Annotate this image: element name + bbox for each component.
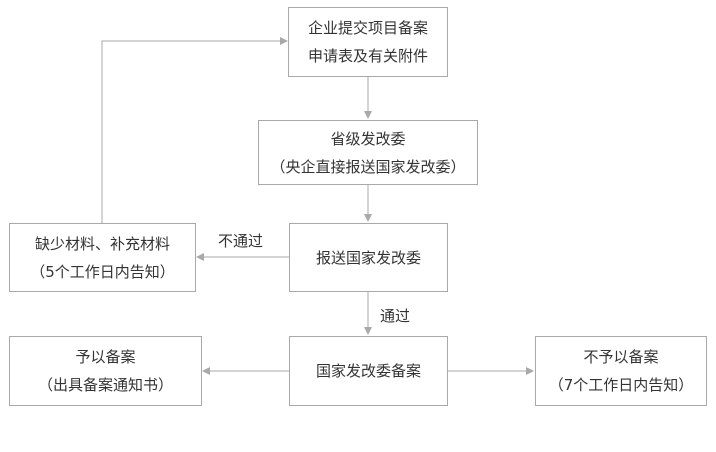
node-provincial-line2: （央企直接报送国家发改委）: [270, 157, 466, 176]
node-national-record-line1: 国家发改委备案: [315, 362, 421, 380]
node-supplement-line2: （5个工作日内告知）: [30, 262, 175, 281]
node-grant-line1: 予以备案: [75, 348, 136, 366]
node-send-national-ndrc: 报送国家发改委: [289, 223, 448, 292]
node-provincial-line1: 省级发改委: [330, 129, 406, 148]
node-deny-line2: （7个工作日内告知）: [548, 376, 694, 394]
node-submit-application: 企业提交项目备案 申请表及有关附件: [288, 7, 448, 77]
node-grant-line2: （出具备案通知书）: [37, 376, 173, 394]
node-send-national-line1: 报送国家发改委: [315, 248, 421, 267]
node-national-record: 国家发改委备案: [289, 336, 448, 406]
node-deny-line1: 不予以备案: [583, 348, 659, 366]
node-supplement-materials: 缺少材料、补充材料 （5个工作日内告知）: [9, 223, 196, 292]
node-submit-line1: 企业提交项目备案: [307, 19, 428, 37]
edge-label-fail: 不通过: [218, 232, 264, 250]
node-deny-record: 不予以备案 （7个工作日内告知）: [535, 336, 707, 406]
node-submit-line2: 申请表及有关附件: [307, 47, 428, 65]
node-supplement-line1: 缺少材料、补充材料: [34, 234, 170, 253]
node-provincial-ndrc: 省级发改委 （央企直接报送国家发改委）: [258, 120, 478, 185]
edge-label-pass: 通过: [380, 307, 411, 325]
node-grant-record: 予以备案 （出具备案通知书）: [9, 336, 202, 406]
edge-supplement-to-submit: [101, 37, 288, 223]
